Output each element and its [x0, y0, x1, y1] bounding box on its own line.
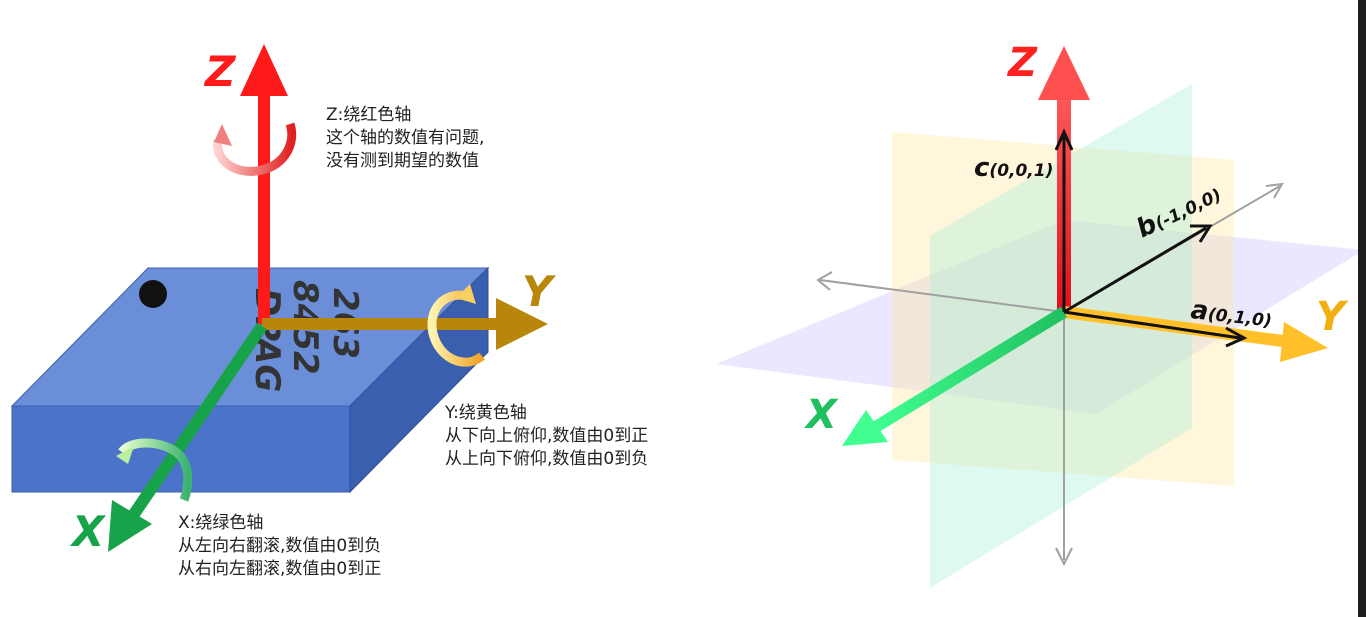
rotation-y-icon — [427, 284, 485, 367]
plane-xy — [716, 220, 1364, 414]
note-z-axis: Z:绕红色轴 这个轴的数值有问题, 没有测到期望的数值 — [326, 104, 484, 173]
note-y-line3: 从上向下俯仰,数值由0到负 — [445, 449, 649, 469]
note-z-line3: 没有测到期望的数值 — [326, 151, 479, 171]
left-y-axis: Y — [262, 267, 556, 350]
left-z-axis: Z — [203, 44, 288, 324]
note-z-line2: 这个轴的数值有问题, — [326, 128, 485, 148]
note-x-line1: X:绕绿色轴 — [178, 513, 264, 533]
pin1-dot — [139, 280, 167, 308]
note-y-line1: Y:绕黄色轴 — [445, 403, 527, 423]
chip: 263 8452 DPAG — [10, 266, 490, 494]
note-y-line2: 从下向上俯仰,数值由0到正 — [445, 426, 649, 446]
left-x-label: X — [69, 507, 107, 556]
right-z-label: Z — [1006, 40, 1038, 86]
vector-c-name: c — [974, 153, 990, 183]
right-x-label: X — [803, 392, 839, 438]
vector-a-name: a — [1189, 295, 1210, 327]
note-x-axis: X:绕绿色轴 从左向右翻滚,数值由0到负 从右向左翻滚,数值由0到正 — [178, 512, 381, 581]
vector-a — [1063, 310, 1248, 348]
right-x-axis: X — [803, 306, 1068, 446]
note-x-line3: 从右向左翻滚,数值由0到正 — [178, 559, 382, 579]
window-edge — [1358, 0, 1366, 617]
left-z-label: Z — [203, 47, 237, 96]
left-x-axis: X — [69, 322, 267, 556]
left-y-label: Y — [522, 267, 556, 316]
note-x-line2: 从左向右翻滚,数值由0到负 — [178, 536, 382, 556]
rotation-z-icon — [213, 122, 297, 176]
right-y-label: Y — [1316, 294, 1349, 340]
note-y-axis: Y:绕黄色轴 从下向上俯仰,数值由0到正 从上向下俯仰,数值由0到负 — [445, 402, 648, 471]
rotation-x-icon — [116, 438, 193, 502]
vector-b — [1063, 224, 1213, 314]
vector-a-label: a(0,1,0) — [1189, 295, 1273, 333]
vector-c — [1054, 128, 1074, 312]
vector-c-label: c(0,0,1) — [974, 153, 1053, 183]
note-z-line1: Z:绕红色轴 — [326, 105, 412, 125]
vector-c-coords: (0,0,1) — [989, 161, 1053, 181]
right-diagram: Z Y X c(0,0,1) — [716, 40, 1364, 588]
plane-xz — [930, 84, 1192, 588]
left-diagram: 263 8452 DPAG Z Y X — [10, 44, 556, 556]
